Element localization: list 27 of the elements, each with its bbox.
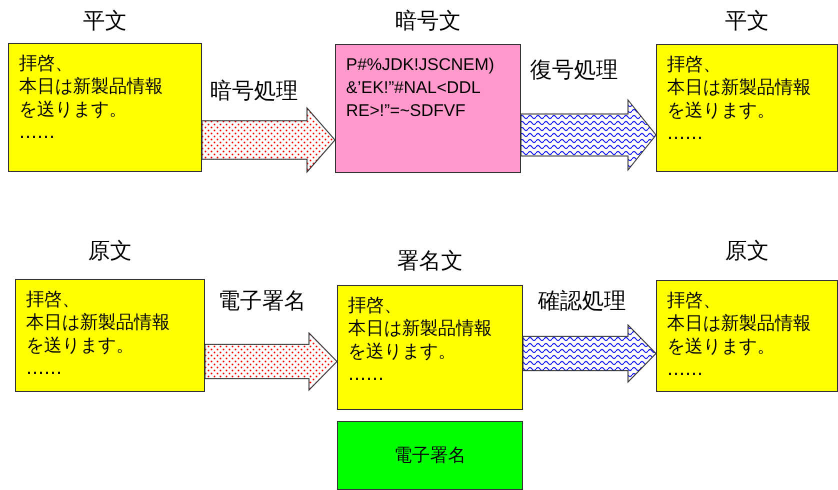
block-arrow [520,98,657,172]
body-text: 拝啓、 [667,289,722,312]
box-heading: 暗号文 [395,8,461,36]
box-heading: 平文 [725,8,769,36]
body-text: …… [26,357,63,380]
body-text: …… [19,121,56,144]
box-heading: 原文 [725,238,769,266]
body-text: 本日は新製品情報を送ります。 [667,312,812,358]
body-text: …… [348,363,385,386]
body-text: 本日は新製品情報を送ります。 [19,75,164,121]
box-heading: 署名文 [397,248,463,276]
body-text: …… [667,358,704,381]
block-arrow [204,332,338,392]
body-text: 電子署名 [394,444,466,467]
body-text: 本日は新製品情報を送ります。 [348,317,493,363]
box-heading: 平文 [83,8,127,36]
box-heading: 原文 [88,238,132,266]
body-text: 拝啓、 [667,53,722,76]
body-text: P#%JDK!JSCNEM) &’EK!”#NAL<DDL RE>!”=~SDFVF [346,54,496,122]
block-arrow [202,106,336,174]
block-arrow [522,324,657,384]
body-text: …… [667,122,704,145]
body-text: 本日は新製品情報を送ります。 [26,311,171,357]
body-text: 拝啓、 [26,288,81,311]
body-text: 本日は新製品情報を送ります。 [667,76,812,122]
body-text: 拝啓、 [348,294,403,317]
body-text: 拝啓、 [19,52,74,75]
